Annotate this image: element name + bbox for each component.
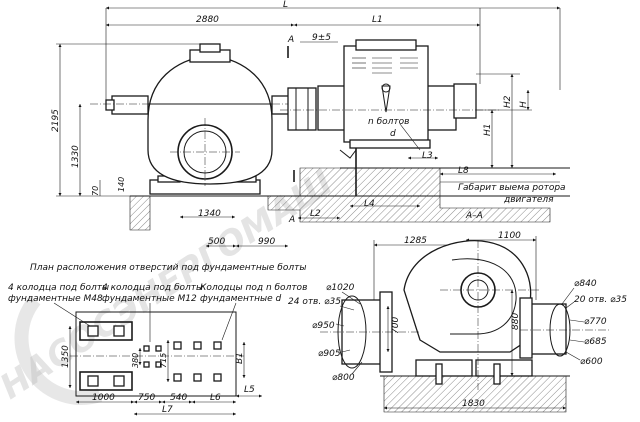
dim-1100: 1100 <box>498 231 521 241</box>
motor-base <box>349 139 431 149</box>
plan-well-top <box>79 321 133 341</box>
note-n-bolts: n болтов <box>368 117 409 127</box>
plan-dim-B1: B1 <box>235 352 245 364</box>
plan-well-bottom <box>79 371 133 391</box>
note-rotor-2: двигателя <box>503 195 554 205</box>
dim-L4: L4 <box>364 199 375 209</box>
dim-H: H <box>519 101 529 108</box>
note-d: d <box>390 129 396 139</box>
plan-dim-L5: L5 <box>244 385 255 395</box>
plan-dim-L7: L7 <box>162 405 173 415</box>
dim-dia840: ⌀840 <box>574 279 597 289</box>
section-mark-A-top: A <box>287 35 294 45</box>
plan-dim-540: 540 <box>170 393 187 403</box>
side-view: L 2880 L1 9±5 A A 2195 1330 70 140 H1 H2… <box>51 0 570 248</box>
dim-dia905: ⌀905 <box>318 349 341 359</box>
dim-H1: H1 <box>483 124 493 137</box>
watermark-ring <box>14 295 103 405</box>
section-title: А–А <box>465 211 483 221</box>
plan-dim-715: 715 <box>159 353 168 368</box>
plan-dim-1350: 1350 <box>61 345 71 368</box>
plan-dim-1000: 1000 <box>92 393 115 403</box>
dim-dia800: ⌀800 <box>332 373 355 383</box>
foundation-left <box>129 195 151 231</box>
pump-casing <box>147 54 273 185</box>
discharge-flange <box>519 297 533 359</box>
motor-lifting-eye <box>381 85 391 113</box>
label-n-line2: фундаментные d <box>200 294 281 304</box>
plan-title: План расположения отверстий под фундамен… <box>30 263 306 273</box>
dim-dia950: ⌀950 <box>312 321 335 331</box>
dim-700: 700 <box>391 317 401 334</box>
dim-L8: L8 <box>458 166 469 176</box>
motor-end-box <box>453 83 477 119</box>
dim-1830: 1830 <box>462 399 485 409</box>
pump-bearing-left <box>111 95 149 115</box>
section-view: А–А 1285 1100 700 8 <box>288 211 627 413</box>
dim-L1: L1 <box>372 15 383 25</box>
label-m48-line2: фундаментные М48 <box>8 294 103 304</box>
note-rotor-1: Габарит выема ротора <box>458 183 566 193</box>
dim-L: L <box>283 0 288 10</box>
dim-500: 500 <box>208 237 225 247</box>
dim-L3: L3 <box>422 151 433 161</box>
foundation-slab <box>130 167 551 223</box>
dim-1330: 1330 <box>71 145 81 168</box>
dim-9pm5: 9±5 <box>312 33 331 43</box>
dim-H2: H2 <box>503 95 513 108</box>
dim-990: 990 <box>258 237 275 247</box>
plan-slab <box>75 311 237 397</box>
motor-vents <box>352 57 418 74</box>
plan-dim-750: 750 <box>138 393 155 403</box>
dim-dia600: ⌀600 <box>580 357 603 367</box>
label-m48-line1: 4 колодца под болты <box>8 283 109 293</box>
label-n-line1: Колодцы под n болтов <box>200 283 307 293</box>
plan-dim-380: 380 <box>131 353 140 368</box>
pump-volute <box>403 240 532 353</box>
label-m12-line2: фундаментные М12 <box>102 294 197 304</box>
dim-2195: 2195 <box>51 109 61 132</box>
dim-140: 140 <box>117 177 126 192</box>
section-mark-A-bottom: A <box>288 215 295 225</box>
motor-flange-right <box>423 85 457 131</box>
dim-dia770: ⌀770 <box>584 317 607 327</box>
foundation-plan: План расположения отверстий под фундамен… <box>8 263 307 416</box>
dim-2880: 2880 <box>196 15 219 25</box>
dim-1340: 1340 <box>198 209 221 219</box>
dim-1285: 1285 <box>404 236 427 246</box>
motor-body <box>343 45 429 143</box>
coupling <box>287 87 317 131</box>
discharge-pipe <box>529 303 567 355</box>
dim-L2: L2 <box>310 209 321 219</box>
dim-880: 880 <box>511 313 521 330</box>
plan-dim-L6: L6 <box>210 393 221 403</box>
label-m12-line1: 4 колодца под болты <box>102 283 203 293</box>
dim-70: 70 <box>91 186 100 196</box>
dim-dia685: ⌀685 <box>584 337 607 347</box>
dim-bolts20: 20 отв. ⌀35 <box>574 295 627 305</box>
plan-small-wells <box>143 341 222 382</box>
dim-dia1020: ⌀1020 <box>326 283 355 293</box>
dim-bolts24: 24 отв. ⌀35 <box>288 297 341 307</box>
